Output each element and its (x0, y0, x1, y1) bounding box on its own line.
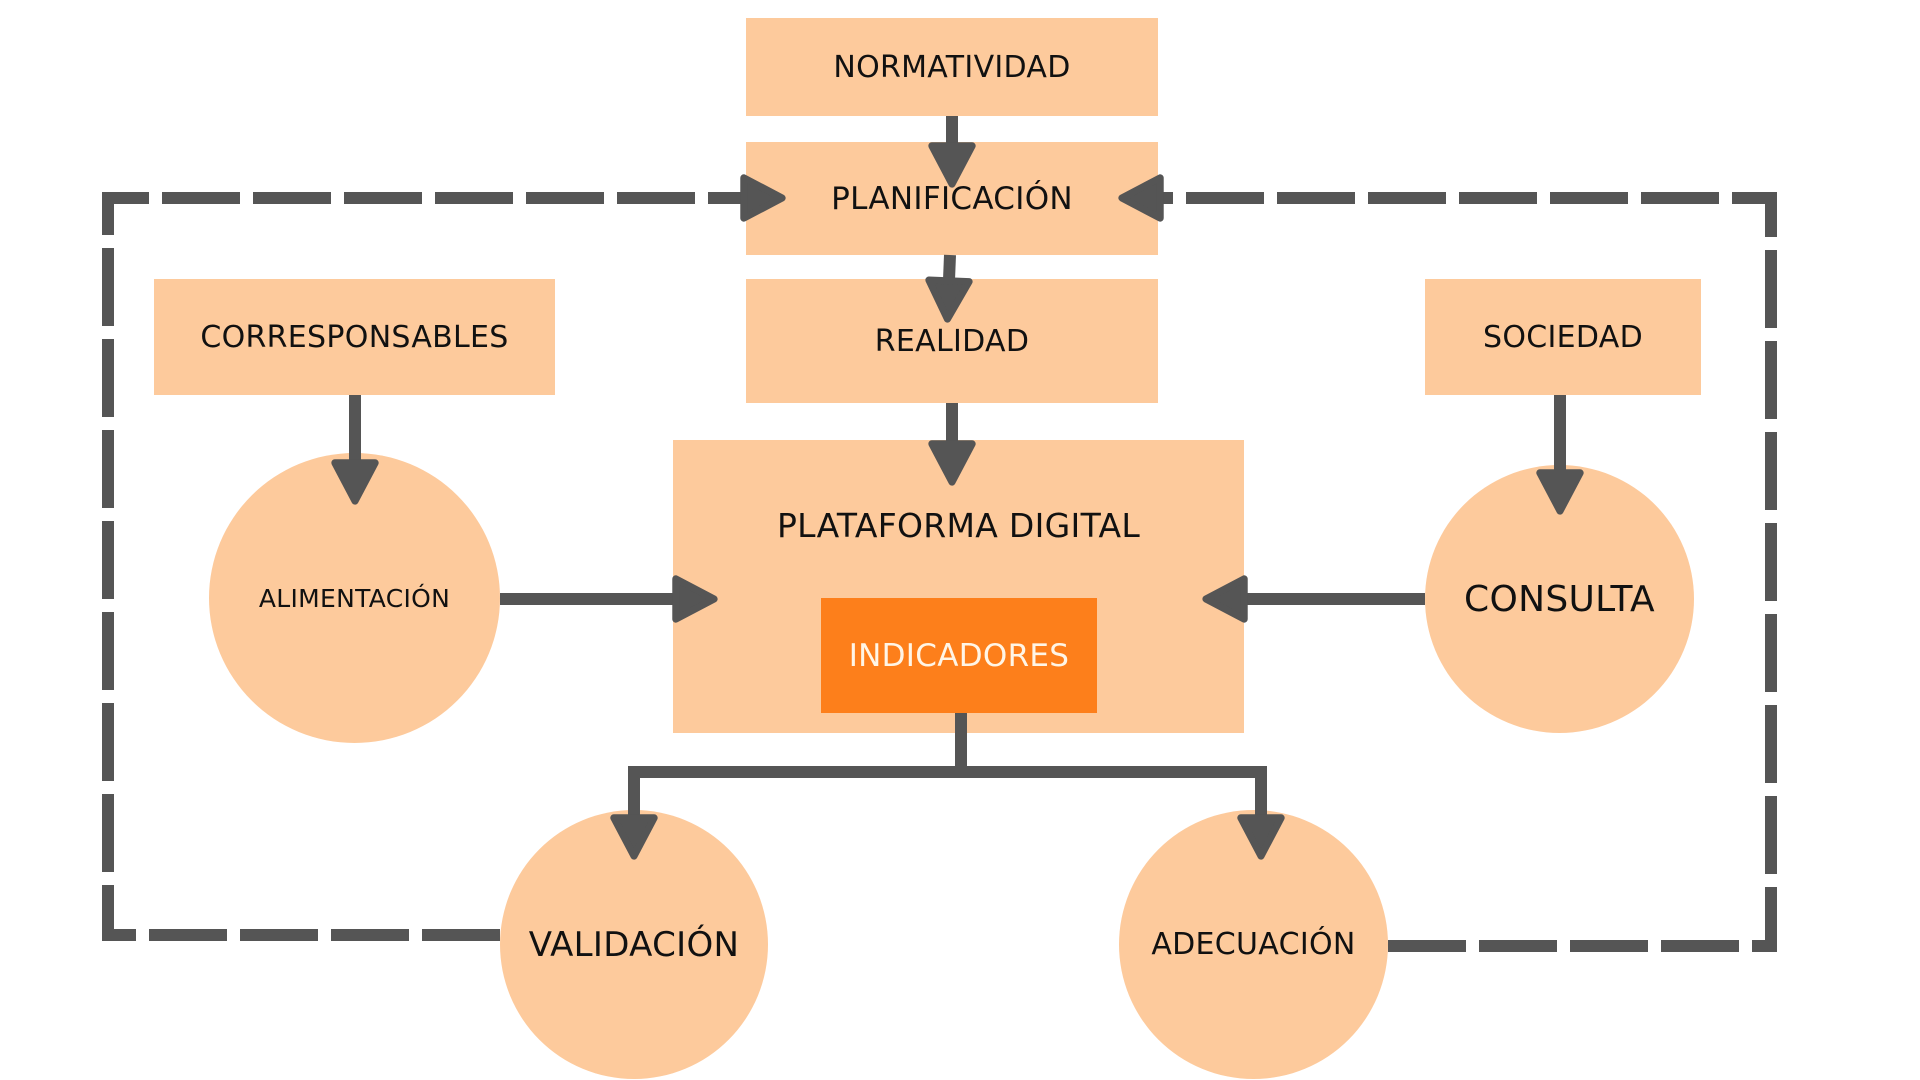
node-validacion: VALIDACIÓN (500, 810, 768, 1079)
node-consulta-label: CONSULTA (1464, 578, 1655, 620)
node-indicadores-label: INDICADORES (848, 637, 1070, 674)
node-alimentacion: ALIMENTACIÓN (209, 453, 500, 743)
node-adecuacion-label: ADECUACIÓN (1151, 927, 1356, 962)
node-consulta: CONSULTA (1425, 465, 1694, 733)
node-planificacion-label: PLANIFICACIÓN (831, 180, 1073, 217)
node-normatividad: NORMATIVIDAD (746, 18, 1158, 116)
node-plataforma-digital-label: PLATAFORMA DIGITAL (776, 506, 1141, 545)
node-realidad-label: REALIDAD (874, 323, 1030, 359)
node-planificacion: PLANIFICACIÓN (746, 142, 1158, 255)
node-sociedad-label: SOCIEDAD (1482, 319, 1643, 355)
node-normatividad-label: NORMATIVIDAD (833, 49, 1071, 85)
node-indicadores: INDICADORES (821, 598, 1097, 713)
node-realidad: REALIDAD (746, 279, 1158, 403)
node-alimentacion-label: ALIMENTACIÓN (258, 583, 451, 613)
node-sociedad: SOCIEDAD (1425, 279, 1701, 395)
node-corresponsables: CORRESPONSABLES (154, 279, 555, 395)
node-validacion-label: VALIDACIÓN (528, 924, 740, 965)
node-adecuacion: ADECUACIÓN (1119, 810, 1388, 1079)
node-corresponsables-label: CORRESPONSABLES (200, 319, 509, 355)
